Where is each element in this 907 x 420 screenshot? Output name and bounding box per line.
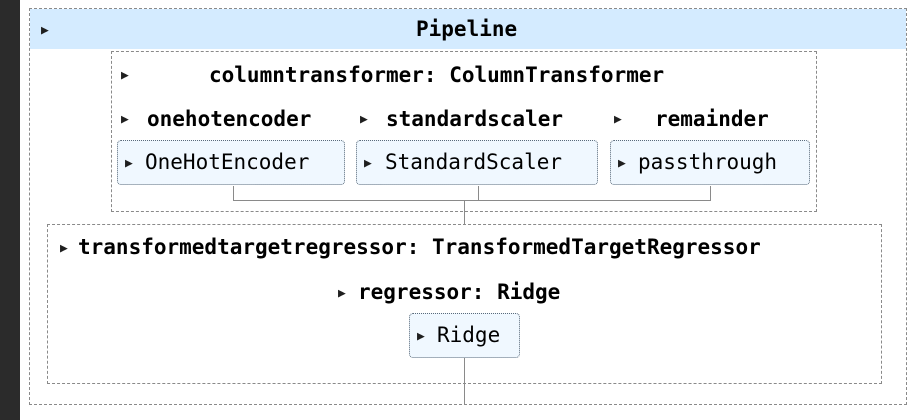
target-regressor-container: ▶ transformedtargetregressor: Transforme… [47, 224, 882, 384]
triangle-right-icon[interactable]: ▶ [360, 112, 368, 127]
triangle-right-icon[interactable]: ▶ [338, 286, 346, 301]
triangle-right-icon[interactable]: ▶ [121, 112, 129, 127]
connector-line [464, 212, 465, 224]
estimator-label: OneHotEncoder [145, 150, 310, 174]
connector-line [464, 200, 465, 212]
branch-name-remainder[interactable]: remainder [655, 107, 769, 131]
connector-line [233, 186, 234, 200]
estimator-label: StandardScaler [385, 150, 563, 174]
estimator-label: Ridge [437, 323, 501, 347]
connector-line [464, 358, 465, 405]
triangle-right-icon[interactable]: ▶ [417, 329, 425, 344]
triangle-right-icon[interactable]: ▶ [125, 156, 133, 171]
branch-name-standardscaler[interactable]: standardscaler [386, 107, 564, 131]
pipeline-container: ▶ Pipeline ▶ columntransformer: ColumnTr… [29, 8, 907, 405]
estimator-onehotencoder[interactable]: ▶ OneHotEncoder [117, 140, 345, 185]
column-transformer-container: ▶ columntransformer: ColumnTransformer ▶… [111, 51, 817, 212]
connector-line [233, 200, 711, 201]
triangle-right-icon[interactable]: ▶ [41, 23, 49, 38]
estimator-label: passthrough [638, 150, 778, 174]
triangle-right-icon[interactable]: ▶ [614, 112, 622, 127]
connector-line [478, 186, 479, 200]
pipeline-title: Pipeline [416, 17, 518, 41]
triangle-right-icon[interactable]: ▶ [364, 156, 372, 171]
triangle-right-icon[interactable]: ▶ [618, 156, 626, 171]
branch-name-onehotencoder[interactable]: onehotencoder [147, 107, 312, 131]
estimator-standardscaler[interactable]: ▶ StandardScaler [356, 140, 598, 185]
connector-line [710, 186, 711, 200]
pipeline-header[interactable]: ▶ Pipeline [30, 9, 906, 49]
estimator-ridge[interactable]: ▶ Ridge [409, 313, 520, 358]
estimator-passthrough[interactable]: ▶ passthrough [610, 140, 810, 185]
regressor-title[interactable]: regressor: Ridge [358, 280, 561, 304]
column-transformer-title[interactable]: columntransformer: ColumnTransformer [209, 63, 665, 87]
triangle-right-icon[interactable]: ▶ [121, 68, 129, 83]
diagram-canvas: ▶ Pipeline ▶ columntransformer: ColumnTr… [20, 0, 907, 420]
triangle-right-icon[interactable]: ▶ [60, 241, 68, 256]
target-regressor-title[interactable]: transformedtargetregressor: TransformedT… [78, 235, 761, 259]
